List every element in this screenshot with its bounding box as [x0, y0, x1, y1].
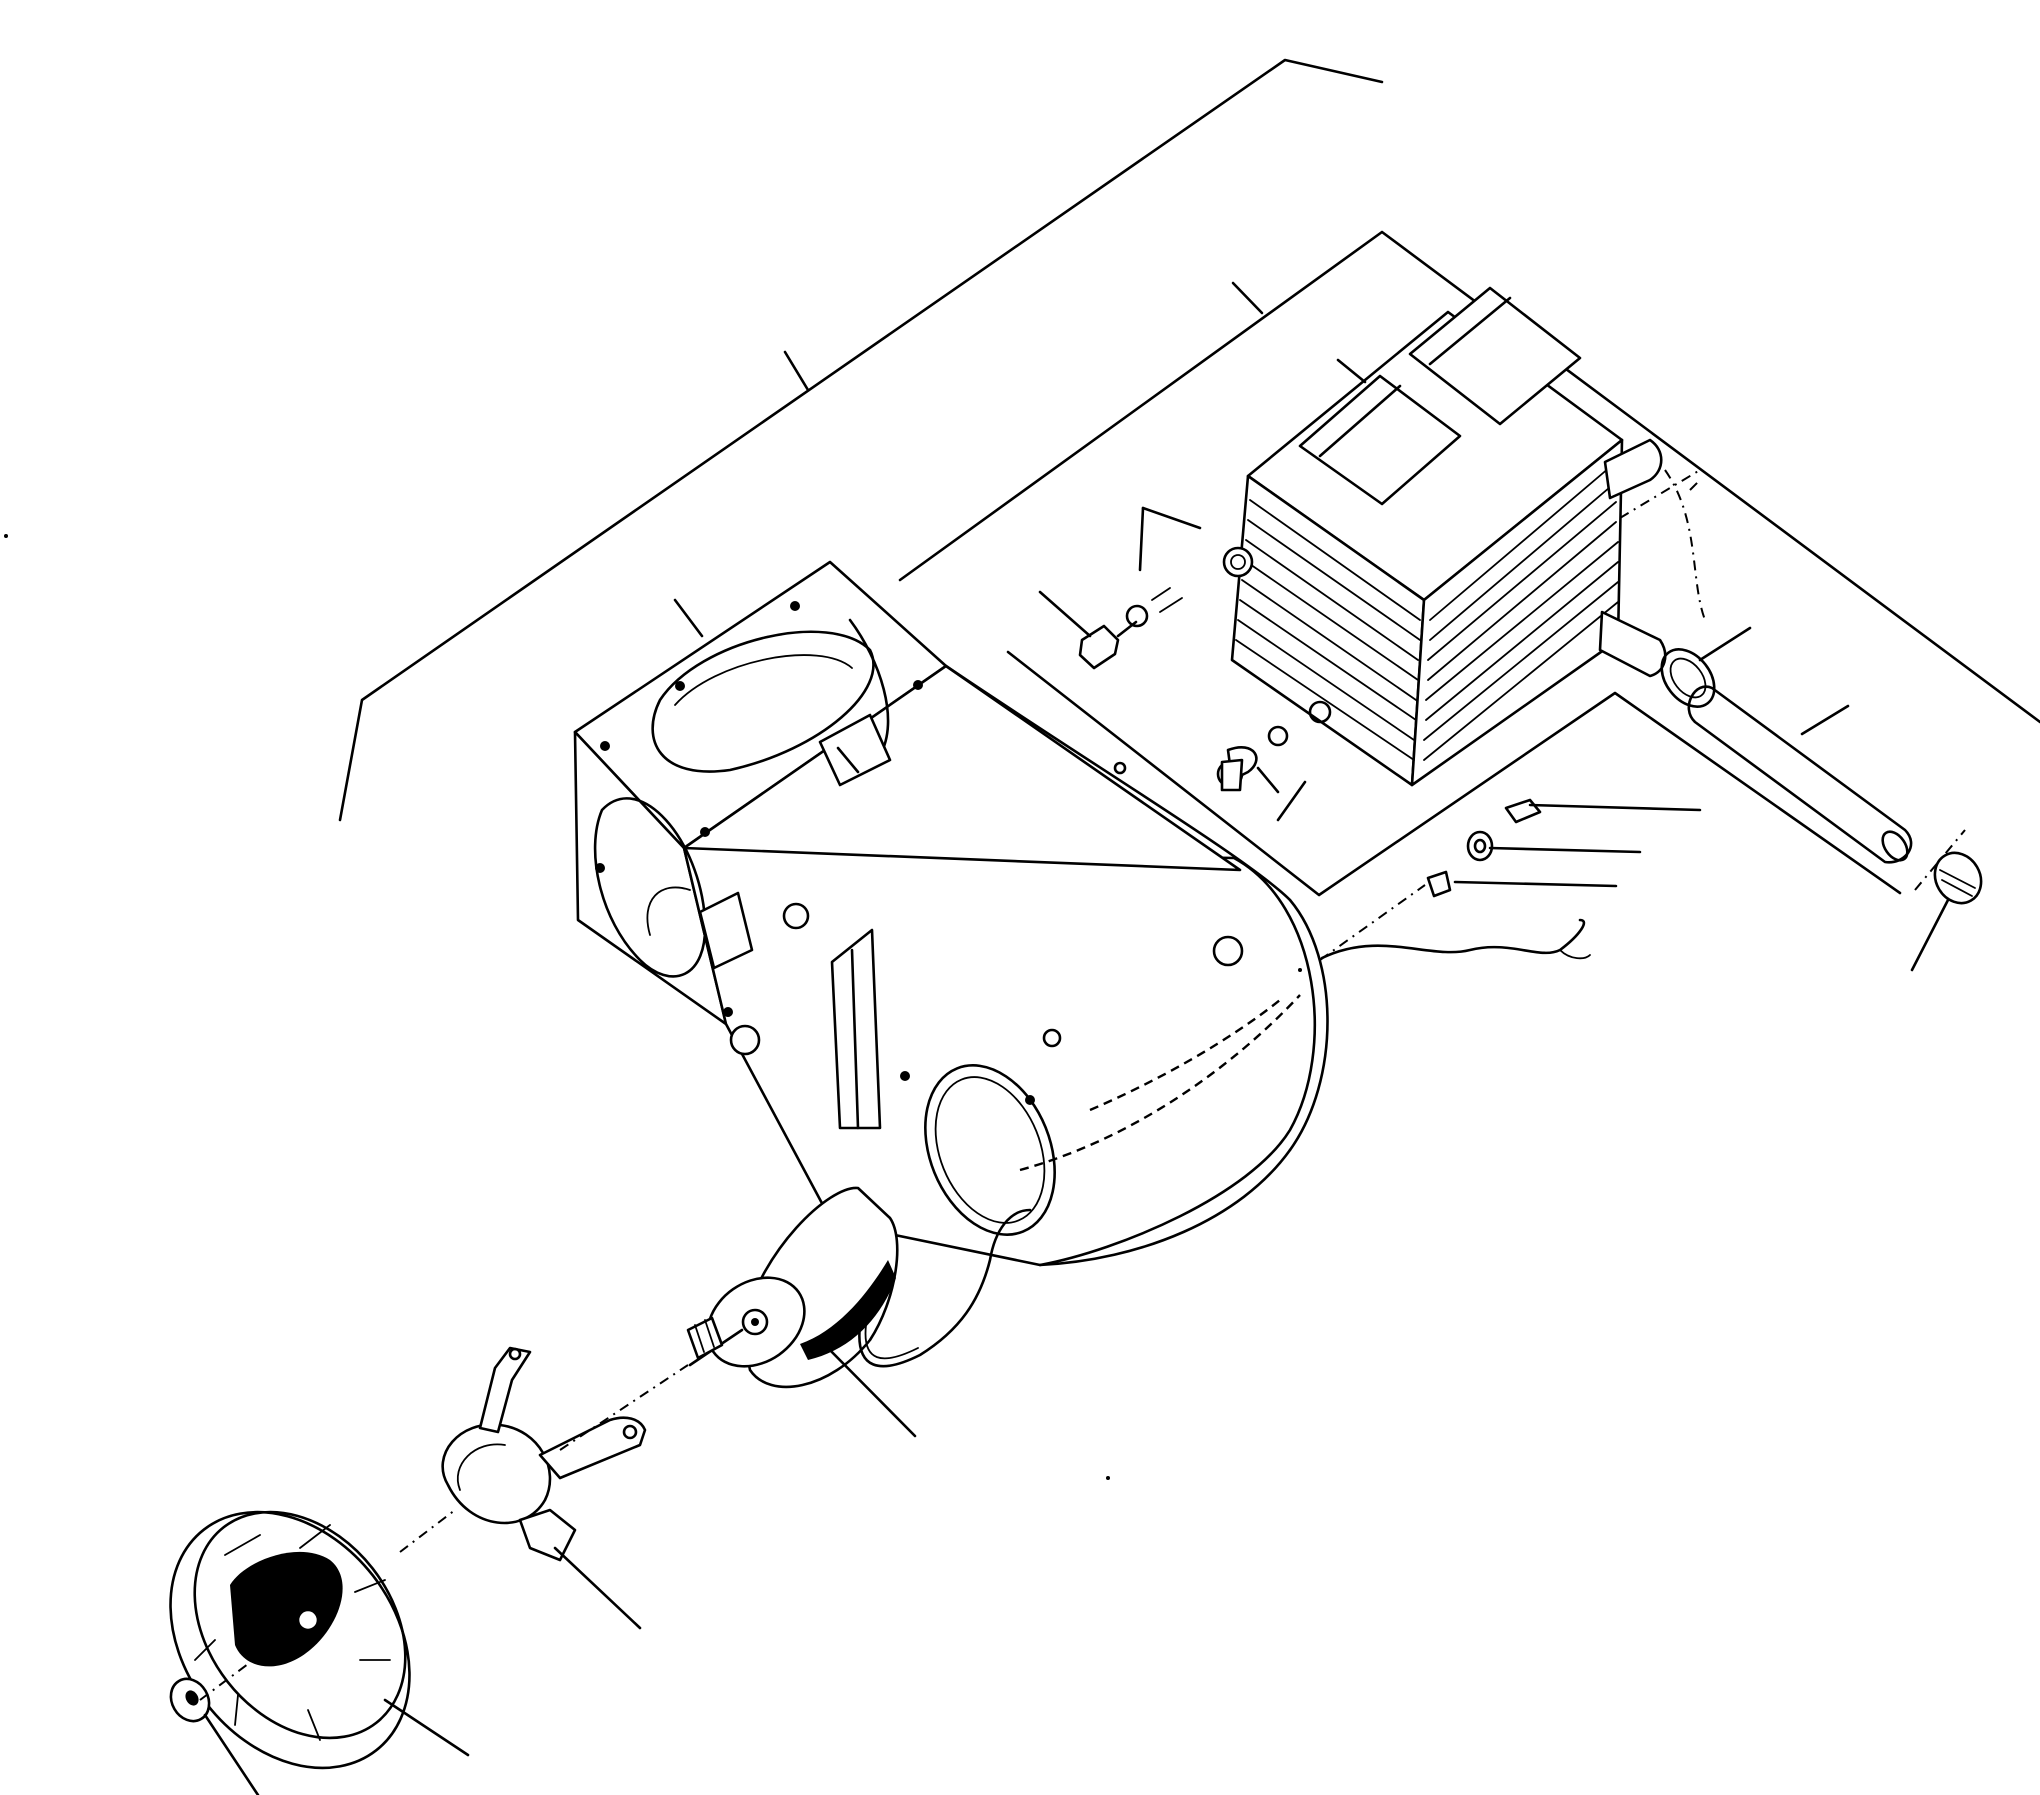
coolant-tube: [1687, 685, 1913, 864]
wire-harness: [1319, 469, 1966, 961]
hose-clamp: [1660, 648, 1716, 708]
blower-wheel: [169, 1510, 411, 1770]
assembly-bracket-outer: [338, 58, 1384, 822]
motor-bracket: [441, 1346, 647, 1562]
heater-core: [1230, 286, 1667, 787]
assembly-bracket-core: [898, 230, 2040, 897]
assembly-centerlines: [199, 1364, 689, 1701]
heater-housing: [573, 560, 1329, 1267]
retaining-nut: [169, 1677, 211, 1723]
leader-lines: [203, 358, 1950, 1795]
blower-motor: [686, 1186, 1032, 1389]
mounting-bolt: [1078, 546, 1332, 792]
hose-fitting: [1933, 851, 1983, 905]
